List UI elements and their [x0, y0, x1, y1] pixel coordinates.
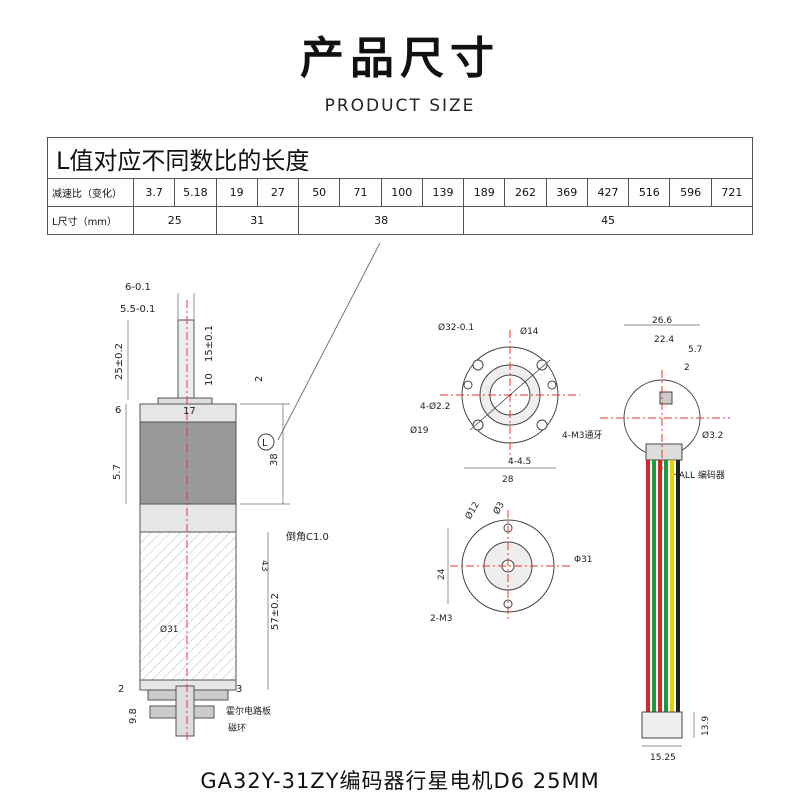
- length-cell: 25: [133, 206, 217, 235]
- dim-shaft-top: 6-0.1: [125, 282, 151, 293]
- dim-3-bottom: 3: [236, 684, 242, 695]
- length-cell: 31: [215, 206, 300, 235]
- dim-17: 17: [183, 406, 196, 417]
- dim-shaft-flat: 5.5-0.1: [120, 304, 155, 315]
- dim-shaft-length: 25±0.2: [114, 343, 125, 380]
- screw-hole: [547, 380, 557, 390]
- dim-15-25: 15.25: [650, 753, 676, 763]
- mount-hole: [536, 359, 548, 371]
- dim-m3-4: 4-M3通牙: [562, 430, 602, 441]
- ratio-cell: 27: [256, 178, 300, 207]
- dim-22-4: 22.4: [654, 335, 674, 345]
- dim-flat-length: 15±0.1: [204, 325, 215, 362]
- dim-28: 28: [502, 475, 514, 485]
- dim-d12: Ø12: [463, 500, 482, 522]
- mount-hole: [536, 419, 548, 431]
- ratio-cell: 262: [504, 178, 547, 207]
- rear-view: Ø12 Ø3 24 Φ31 2-M3: [430, 500, 593, 624]
- dim-dia31: Ø31: [160, 624, 179, 635]
- dim-24: 24: [437, 568, 447, 580]
- dim-d3-2: Ø3.2: [702, 430, 723, 441]
- screw-hole: [463, 380, 473, 390]
- label-hall-encoder: HALL 编码器: [672, 469, 725, 481]
- dim-13-9: 13.9: [701, 716, 711, 736]
- dim-chamfer: 倒角C1.0: [286, 531, 329, 543]
- dim-2: 2: [684, 363, 690, 373]
- encoder-wires: [646, 460, 680, 712]
- encoder-connector: [645, 443, 683, 461]
- ratio-cell: 516: [628, 178, 671, 207]
- dim-5-7-left: 5.7: [112, 464, 123, 480]
- dim-26-6: 26.6: [652, 316, 672, 326]
- dim-10: 10: [204, 373, 215, 386]
- dim-4-4-5: 4-4.5: [508, 457, 531, 467]
- mount-hole: [472, 359, 484, 371]
- ratio-cell: 369: [545, 178, 588, 207]
- ratio-cell: 100: [380, 178, 423, 207]
- gearbox-collar: [157, 397, 213, 405]
- page-subtitle: PRODUCT SIZE: [324, 96, 476, 116]
- dim-d2-2: 4-Ø2.2: [420, 401, 450, 412]
- ratio-cell: 50: [298, 178, 341, 207]
- length-table: L值对应不同数比的长度 减速比（变化） 3.7 5.18 19 27 50 71…: [47, 137, 754, 235]
- dim-43: 43: [259, 560, 269, 571]
- ratio-cell: 721: [710, 178, 754, 207]
- length-cell: 45: [463, 206, 753, 235]
- dim-38: 38: [269, 453, 280, 466]
- front-view: Ø32-0.1 Ø14 4-Ø2.2 Ø19 4-M3通牙 4-4.5 28: [410, 322, 602, 485]
- dim-5-7: 5.7: [688, 345, 702, 355]
- table-row-ratio: 减速比（变化） 3.7 5.18 19 27 50 71 100 139 189…: [47, 178, 754, 207]
- table-row-length: L尺寸（mm） 25 31 38 45: [47, 206, 753, 235]
- dim-m3-2: 2-M3: [430, 614, 452, 624]
- ratio-cell: 5.18: [174, 178, 217, 207]
- length-cell: 38: [298, 206, 465, 235]
- dim-2-bottom: 2: [118, 684, 124, 695]
- hall-sensor: [659, 391, 673, 405]
- dim-57-body: 57±0.2: [270, 593, 281, 630]
- length-label: L尺寸（mm）: [47, 206, 134, 235]
- gearbox-body: [139, 421, 237, 505]
- side-view: 6-0.1 5.5-0.1 25±0.2 15±0.1 10 2 6 17 5.…: [112, 282, 329, 740]
- dim-d32: Ø32-0.1: [438, 322, 474, 333]
- label-magnet-ring: 磁环: [228, 722, 246, 734]
- l-marker: [257, 433, 275, 451]
- dim-d19: Ø19: [410, 425, 429, 436]
- gearbox-bottom-band: [139, 503, 237, 533]
- dim-6: 6: [115, 405, 121, 416]
- motor-shaft: [177, 319, 195, 401]
- wire-plug: [641, 711, 683, 739]
- mount-hole: [472, 419, 484, 431]
- dim-2-top: 2: [254, 376, 265, 382]
- l-marker-label: L: [262, 438, 268, 449]
- table-leader-line: [277, 242, 381, 441]
- dim-phi31: Φ31: [574, 555, 593, 565]
- dim-9-8: 9.8: [128, 708, 139, 724]
- encoder-view: 26.6 22.4 5.7 2 Ø3.2 HALL 编码器 13.9 15.25: [600, 316, 730, 763]
- label-hall-board: 霍尔电路板: [226, 705, 271, 717]
- motor-body: [139, 531, 237, 681]
- page-title: 产品尺寸: [300, 33, 500, 84]
- product-caption: GA32Y-31ZY编码器行星电机D6 25MM: [200, 769, 600, 793]
- dim-d14: Ø14: [520, 326, 539, 337]
- rear-shaft: [175, 685, 195, 737]
- dim-d3: Ø3: [491, 500, 507, 517]
